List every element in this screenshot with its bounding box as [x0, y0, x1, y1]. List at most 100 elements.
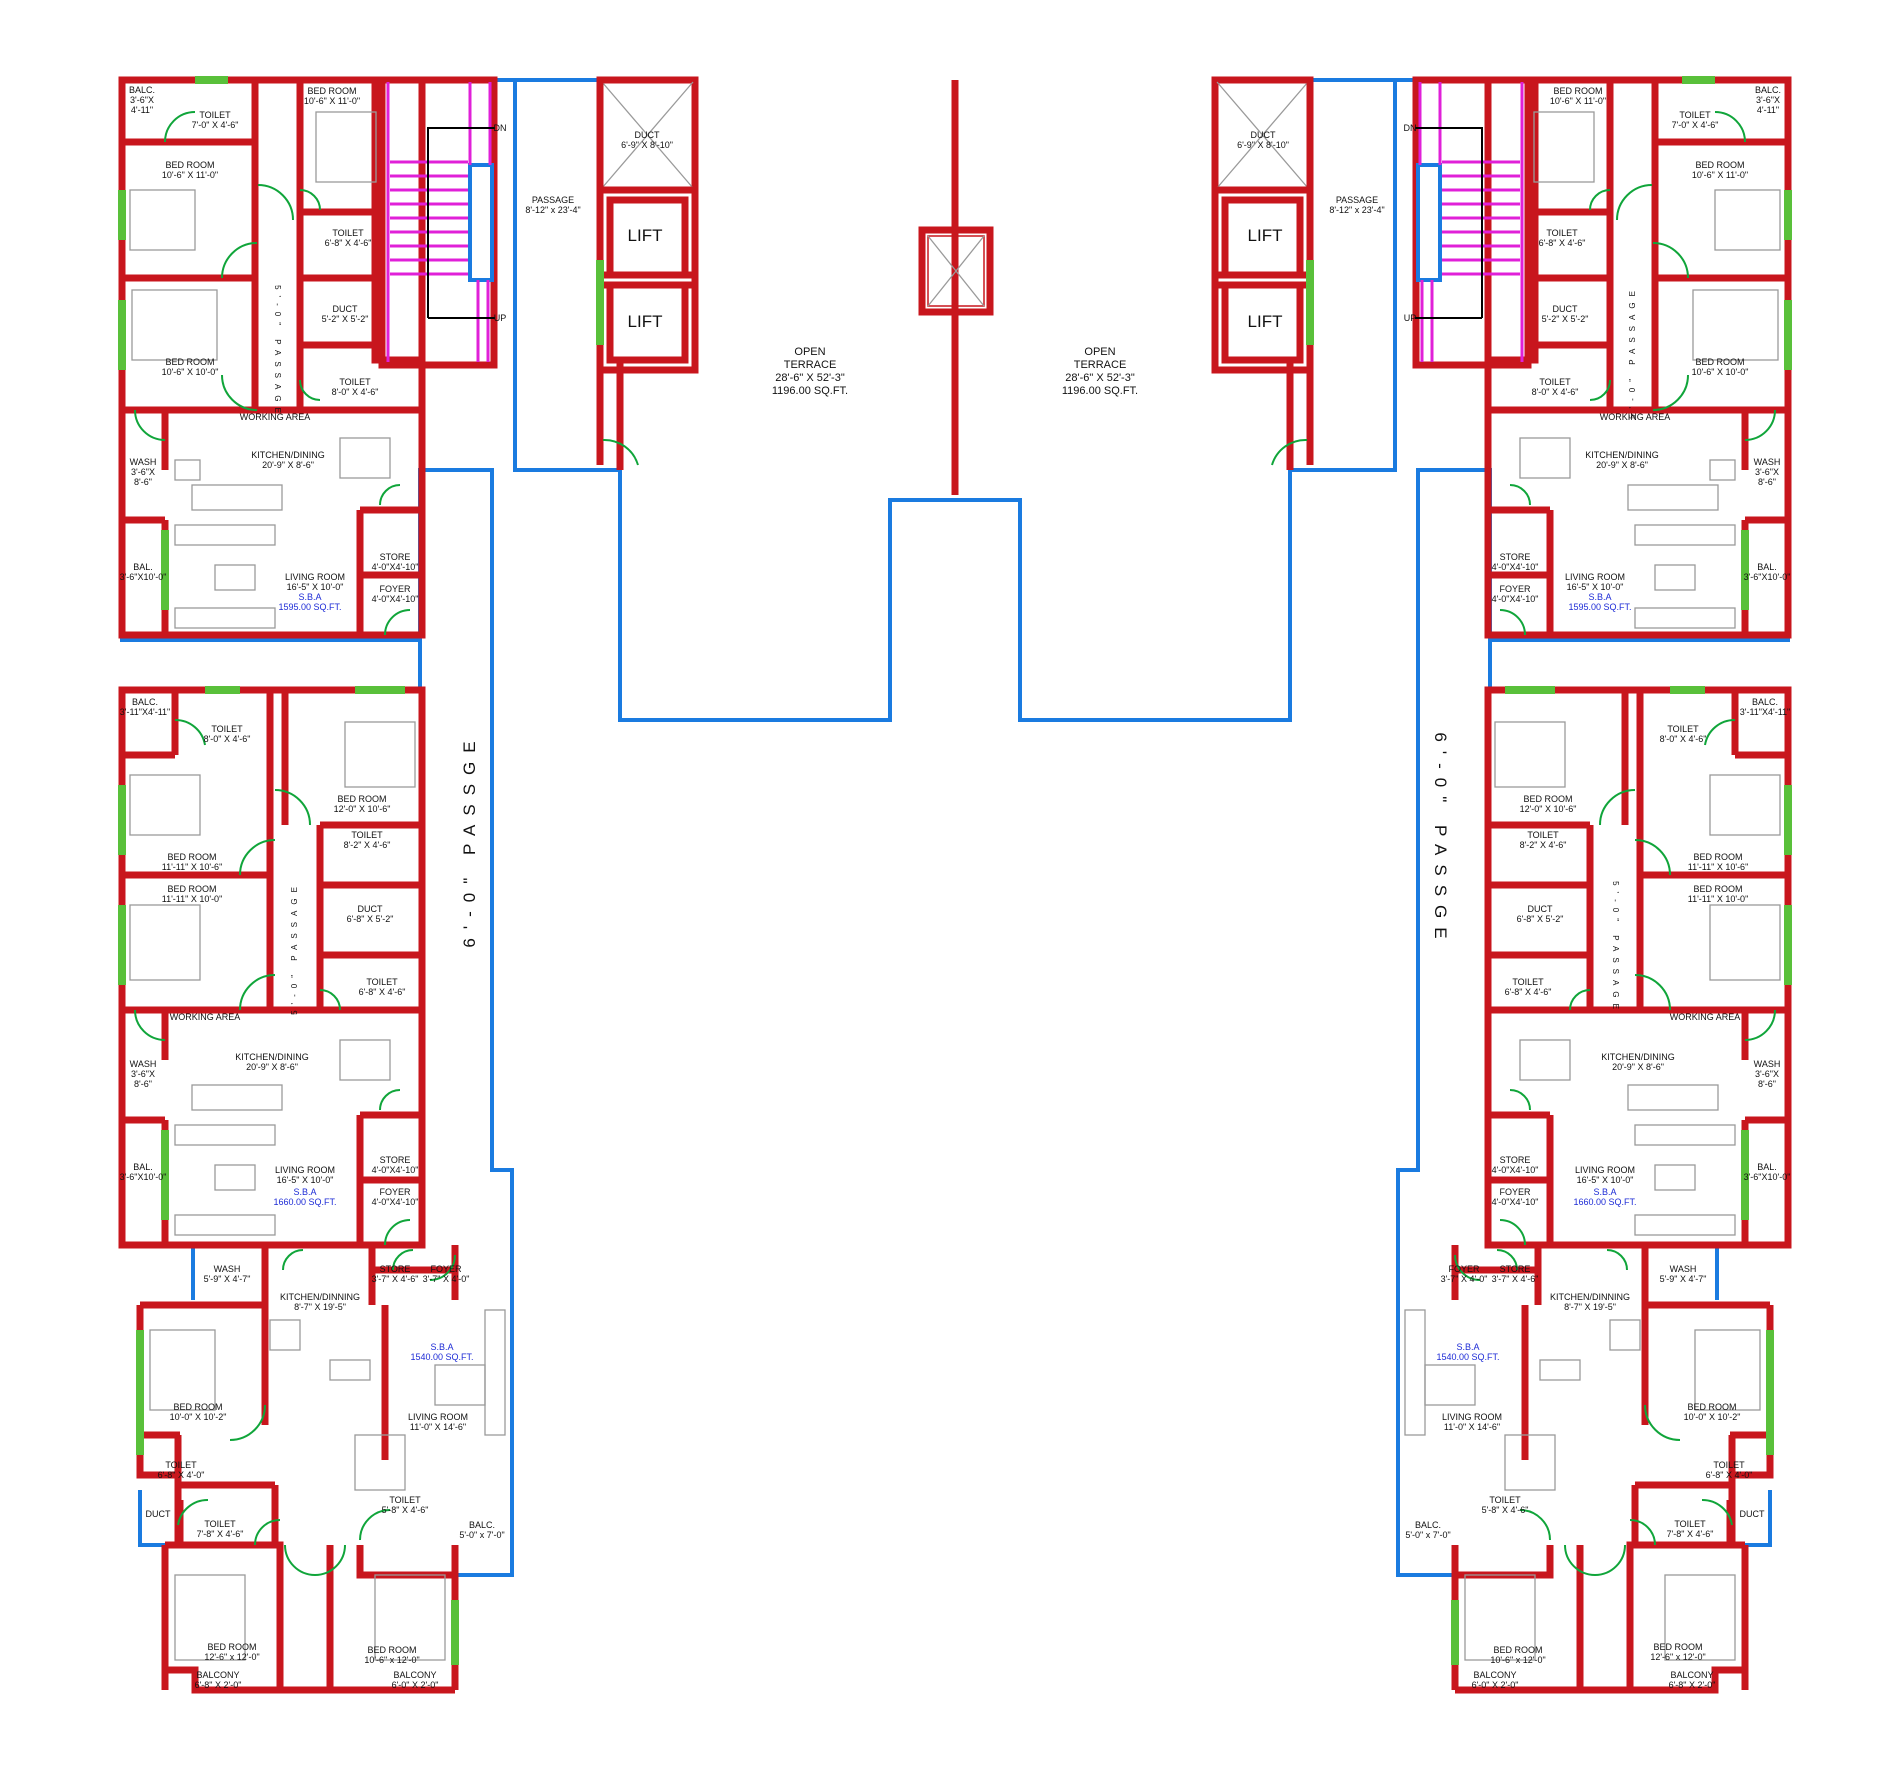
label: 20'-9" X 8'-6": [262, 460, 314, 470]
label: 8'-0" X 4'-6": [1660, 734, 1707, 744]
label: FOYER: [379, 1187, 411, 1197]
label: 4'-0"X4'-10": [372, 1165, 419, 1175]
label: 11'-0" X 14'-6": [1444, 1422, 1500, 1432]
label: BAL.: [133, 562, 153, 572]
label: 6'-8" X 4'-0": [158, 1470, 205, 1480]
label: 3'-6"X: [131, 467, 155, 477]
label: OPEN: [794, 346, 825, 358]
label: STORE: [1500, 552, 1531, 562]
label: BED ROOM: [167, 884, 216, 894]
label: WASH: [214, 1264, 241, 1274]
lift-label: LIFT: [628, 312, 663, 331]
label: 10'-6" X 11'-0": [1550, 96, 1606, 106]
unit-b: BALC. 3'-11"X4'-11" TOILET 8'-0" X 4'-6"…: [118, 686, 426, 1249]
label: WASH: [1754, 457, 1781, 467]
label: 5'-2" X 5'-2": [1542, 314, 1589, 324]
label: KITCHEN/DINING: [1585, 450, 1659, 460]
label: TERRACE: [1074, 359, 1127, 371]
label: 20'-9" X 8'-6": [246, 1062, 298, 1072]
label: 6'-8" X 2'-0": [195, 1680, 242, 1690]
label: BALCONY: [196, 1670, 239, 1680]
label: 16'-5" X 10'-0": [1567, 582, 1624, 592]
label: FOYER: [1499, 584, 1531, 594]
label: BALCONY: [393, 1670, 436, 1680]
label: 10'-6" X 10'-0": [162, 367, 219, 377]
label: 8'-0" X 4'-6": [204, 734, 251, 744]
left-wing: TOILET 7'-0" X 4'-6" BALC. 3'-6"X 4'-11"…: [118, 76, 955, 1694]
corridor-label: 6'-0" PASSGE: [460, 732, 479, 947]
label: WORKING AREA: [240, 412, 311, 422]
label: BED ROOM: [307, 86, 356, 96]
label: BALC.: [1415, 1520, 1441, 1530]
label: DN: [494, 123, 507, 133]
label: BALC.: [1755, 85, 1781, 95]
label: 5'-0" PASSAGE: [1628, 285, 1637, 419]
label: 7'-8" X 4'-6": [197, 1529, 244, 1539]
label: 12'-0" X 10'-6": [1520, 804, 1577, 814]
label: 8'-2" X 4'-6": [344, 840, 391, 850]
label: 4'-11": [1757, 105, 1779, 115]
label: 16'-5" X 10'-0": [1577, 1175, 1634, 1185]
label: 5'-8" X 4'-6": [1482, 1505, 1529, 1515]
label: 5'-8" X 4'-6": [382, 1505, 429, 1515]
label: 4'-0"X4'-10": [372, 594, 419, 604]
label: 4'-0"X4'-10": [372, 562, 419, 572]
label: WASH: [130, 457, 157, 467]
label: 6'-0" X 2'-0": [1472, 1680, 1519, 1690]
label: 10'-0" X 10'-2": [1684, 1412, 1741, 1422]
label: BED ROOM: [207, 1642, 256, 1652]
label: 3'-6"X10'-0": [1744, 572, 1791, 582]
label: 4'-0"X4'-10": [1492, 562, 1539, 572]
label: S.B.A: [1588, 592, 1611, 602]
label: S.B.A: [298, 592, 321, 602]
label: DUCT: [1528, 904, 1553, 914]
label: BED ROOM: [165, 357, 214, 367]
label: LIVING ROOM: [1575, 1165, 1635, 1175]
label: 6'-8" X 4'-0": [1706, 1470, 1753, 1480]
label: STORE: [1500, 1264, 1531, 1274]
label: TOILET: [389, 1495, 421, 1505]
label: 11'-11" X 10'-0": [1688, 894, 1749, 904]
label: 3'-11"X4'-11": [120, 707, 171, 717]
label: KITCHEN/DINNING: [280, 1292, 360, 1302]
label: FOYER: [379, 584, 411, 594]
label: BED ROOM: [367, 1645, 416, 1655]
label: BED ROOM: [1493, 1645, 1542, 1655]
label: FOYER: [1448, 1264, 1480, 1274]
unit-a: TOILET 7'-0" X 4'-6" BALC. 3'-6"X 4'-11"…: [118, 76, 426, 639]
right-wing: TOILET 7'-0" X 4'-6" BALC. 3'-6"X 4'-11"…: [955, 76, 1792, 1694]
label: BED ROOM: [1687, 1402, 1736, 1412]
label: 1660.00 SQ.FT.: [1573, 1197, 1636, 1207]
label: 6'-8" X 2'-0": [1669, 1680, 1716, 1690]
label: PASSAGE: [532, 195, 574, 205]
label: 6'-0" X 2'-0": [392, 1680, 439, 1690]
label: BAL.: [133, 1162, 153, 1172]
label: 6'-8" X 4'-6": [1539, 238, 1586, 248]
label: LIVING ROOM: [275, 1165, 335, 1175]
label: 3'-7" X 4'-6": [372, 1274, 419, 1284]
label: TOILET: [1527, 830, 1559, 840]
label: 8'-6": [134, 477, 152, 487]
label: 12'-6" x 12'-0": [204, 1652, 259, 1662]
label: BALCONY: [1473, 1670, 1516, 1680]
label: 5'-9" X 4'-7": [1660, 1274, 1707, 1284]
label: 3'-6"X: [1755, 467, 1779, 477]
label: 3'-6"X: [1756, 95, 1780, 105]
core: DUCT 6'-9" X 8'-10" LIFT LIFT PASSAGE 8'…: [525, 76, 848, 470]
label: 8'-7" X 19'-5": [294, 1302, 346, 1312]
label: DUCT: [1251, 130, 1276, 140]
label: DUCT: [146, 1509, 171, 1519]
label: TOILET: [211, 724, 243, 734]
label: BED ROOM: [1523, 794, 1572, 804]
label: 10'-6" X 10'-0": [1692, 367, 1749, 377]
label: LIVING ROOM: [285, 572, 345, 582]
lift-label: LIFT: [1248, 226, 1283, 245]
label: LIVING ROOM: [1565, 572, 1625, 582]
label: DUCT: [1553, 304, 1578, 314]
label: KITCHEN/DINING: [235, 1052, 309, 1062]
unit-b: BALC. 3'-11"X4'-11" TOILET 8'-0" X 4'-6"…: [1484, 686, 1792, 1249]
label: 11'-11" X 10'-6": [162, 862, 223, 872]
label: 6'-8" X 4'-6": [359, 987, 406, 997]
label: 11'-11" X 10'-6": [1688, 862, 1749, 872]
